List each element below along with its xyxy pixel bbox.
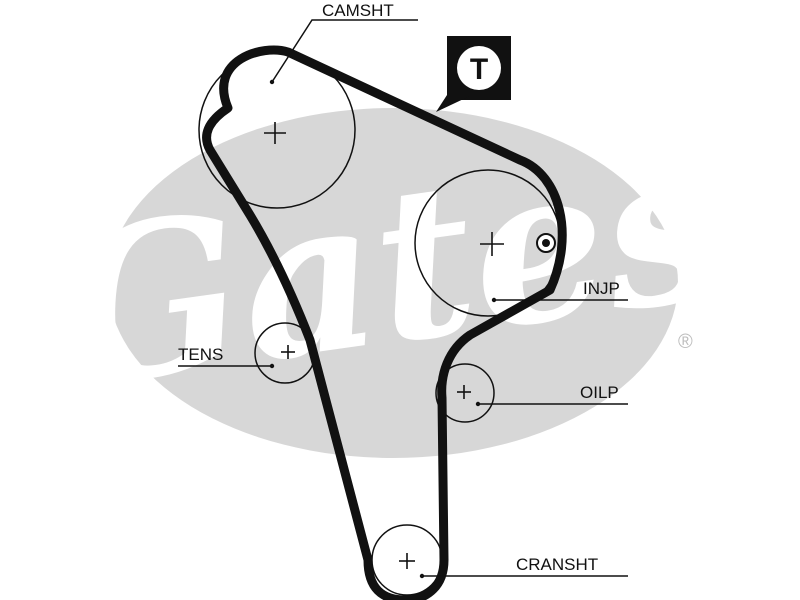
logo-oval xyxy=(108,108,678,458)
oil-pump-pulley xyxy=(435,363,495,423)
crankshaft-leader xyxy=(419,573,628,579)
injection-pump-leader xyxy=(491,297,628,303)
oil-pump-label: OILP xyxy=(580,383,619,402)
injection-pump-label: INJP xyxy=(583,279,620,298)
camshaft-leader xyxy=(269,19,418,85)
timing-mark-icon: T xyxy=(436,36,511,112)
injection-pump-timing-mark-icon xyxy=(536,233,556,253)
tensioner-center-icon xyxy=(281,345,295,359)
oil-pump-leader xyxy=(475,401,628,407)
registered-mark: ® xyxy=(678,331,693,353)
injection-pump-center-icon xyxy=(480,232,504,256)
oil-pump-center-icon xyxy=(457,385,471,399)
tensioner-leader xyxy=(178,363,275,369)
camshaft-label: CAMSHT xyxy=(322,1,394,20)
timing-mark-letter: T xyxy=(470,53,488,86)
crankshaft-center-icon xyxy=(399,553,415,569)
tensioner-label: TENS xyxy=(178,345,223,364)
camshaft-center-icon xyxy=(264,122,286,144)
timing-belt xyxy=(202,45,567,600)
crankshaft-label: CRANSHT xyxy=(516,555,598,574)
gates-logo-watermark: Gates ® xyxy=(46,98,739,458)
logo-wordmark: Gates xyxy=(46,98,738,435)
